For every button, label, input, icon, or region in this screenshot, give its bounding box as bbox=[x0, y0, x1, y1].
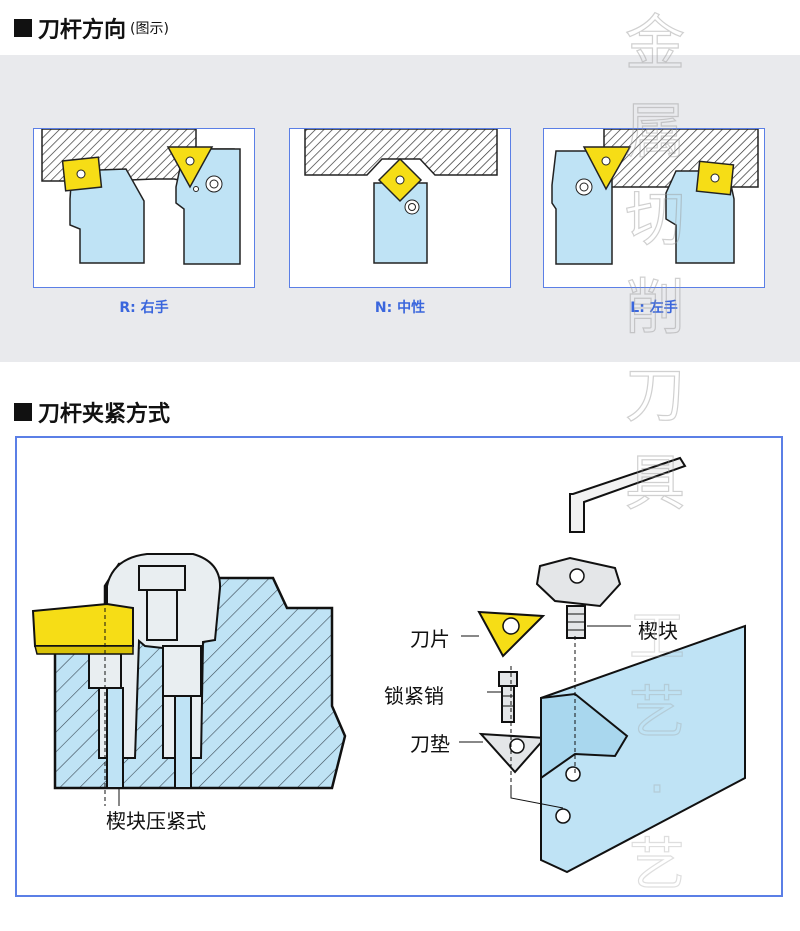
right-hand-holder-illustration bbox=[41, 129, 241, 265]
direction-card-left bbox=[543, 128, 765, 288]
clamping-illustration bbox=[31, 456, 746, 874]
direction-label-left: L: 左手 bbox=[630, 300, 678, 316]
section-heading-clamping: 刀杆夹紧方式 bbox=[14, 396, 170, 428]
direction-label-right: R: 右手 bbox=[119, 300, 169, 316]
label-wedge-clamp-type: 楔块压紧式 bbox=[106, 809, 206, 833]
lock-pin-part bbox=[498, 671, 518, 723]
label-wedge: 楔块 bbox=[638, 619, 678, 643]
direction-card-right bbox=[33, 128, 255, 288]
section-title-clamping: 刀杆夹紧方式 bbox=[38, 402, 171, 427]
square-bullet-icon bbox=[14, 19, 32, 37]
watermark-char: 刀 bbox=[624, 360, 685, 431]
section-subtitle-direction: (图示) bbox=[130, 21, 169, 37]
holder-direction-panel: R: 右手 N: 中性 bbox=[0, 55, 800, 362]
section-title-direction: 刀杆方向 bbox=[38, 18, 127, 43]
insert-part bbox=[477, 610, 546, 658]
wedge-part bbox=[535, 556, 622, 639]
hex-key-icon bbox=[569, 456, 687, 533]
shim-part bbox=[478, 732, 548, 774]
holder-body bbox=[510, 624, 746, 874]
square-bullet-icon bbox=[14, 403, 32, 421]
label-insert: 刀片 bbox=[410, 627, 450, 651]
wedge-clamp-cross-section bbox=[31, 553, 347, 806]
label-shim: 刀垫 bbox=[410, 732, 450, 756]
left-hand-holder-illustration bbox=[551, 129, 759, 265]
direction-card-neutral bbox=[289, 128, 511, 288]
label-lock-pin: 锁紧销 bbox=[384, 684, 444, 708]
direction-label-neutral: N: 中性 bbox=[374, 300, 426, 316]
neutral-holder-illustration bbox=[304, 129, 498, 264]
section-heading-direction: 刀杆方向 (图示) bbox=[14, 12, 169, 44]
